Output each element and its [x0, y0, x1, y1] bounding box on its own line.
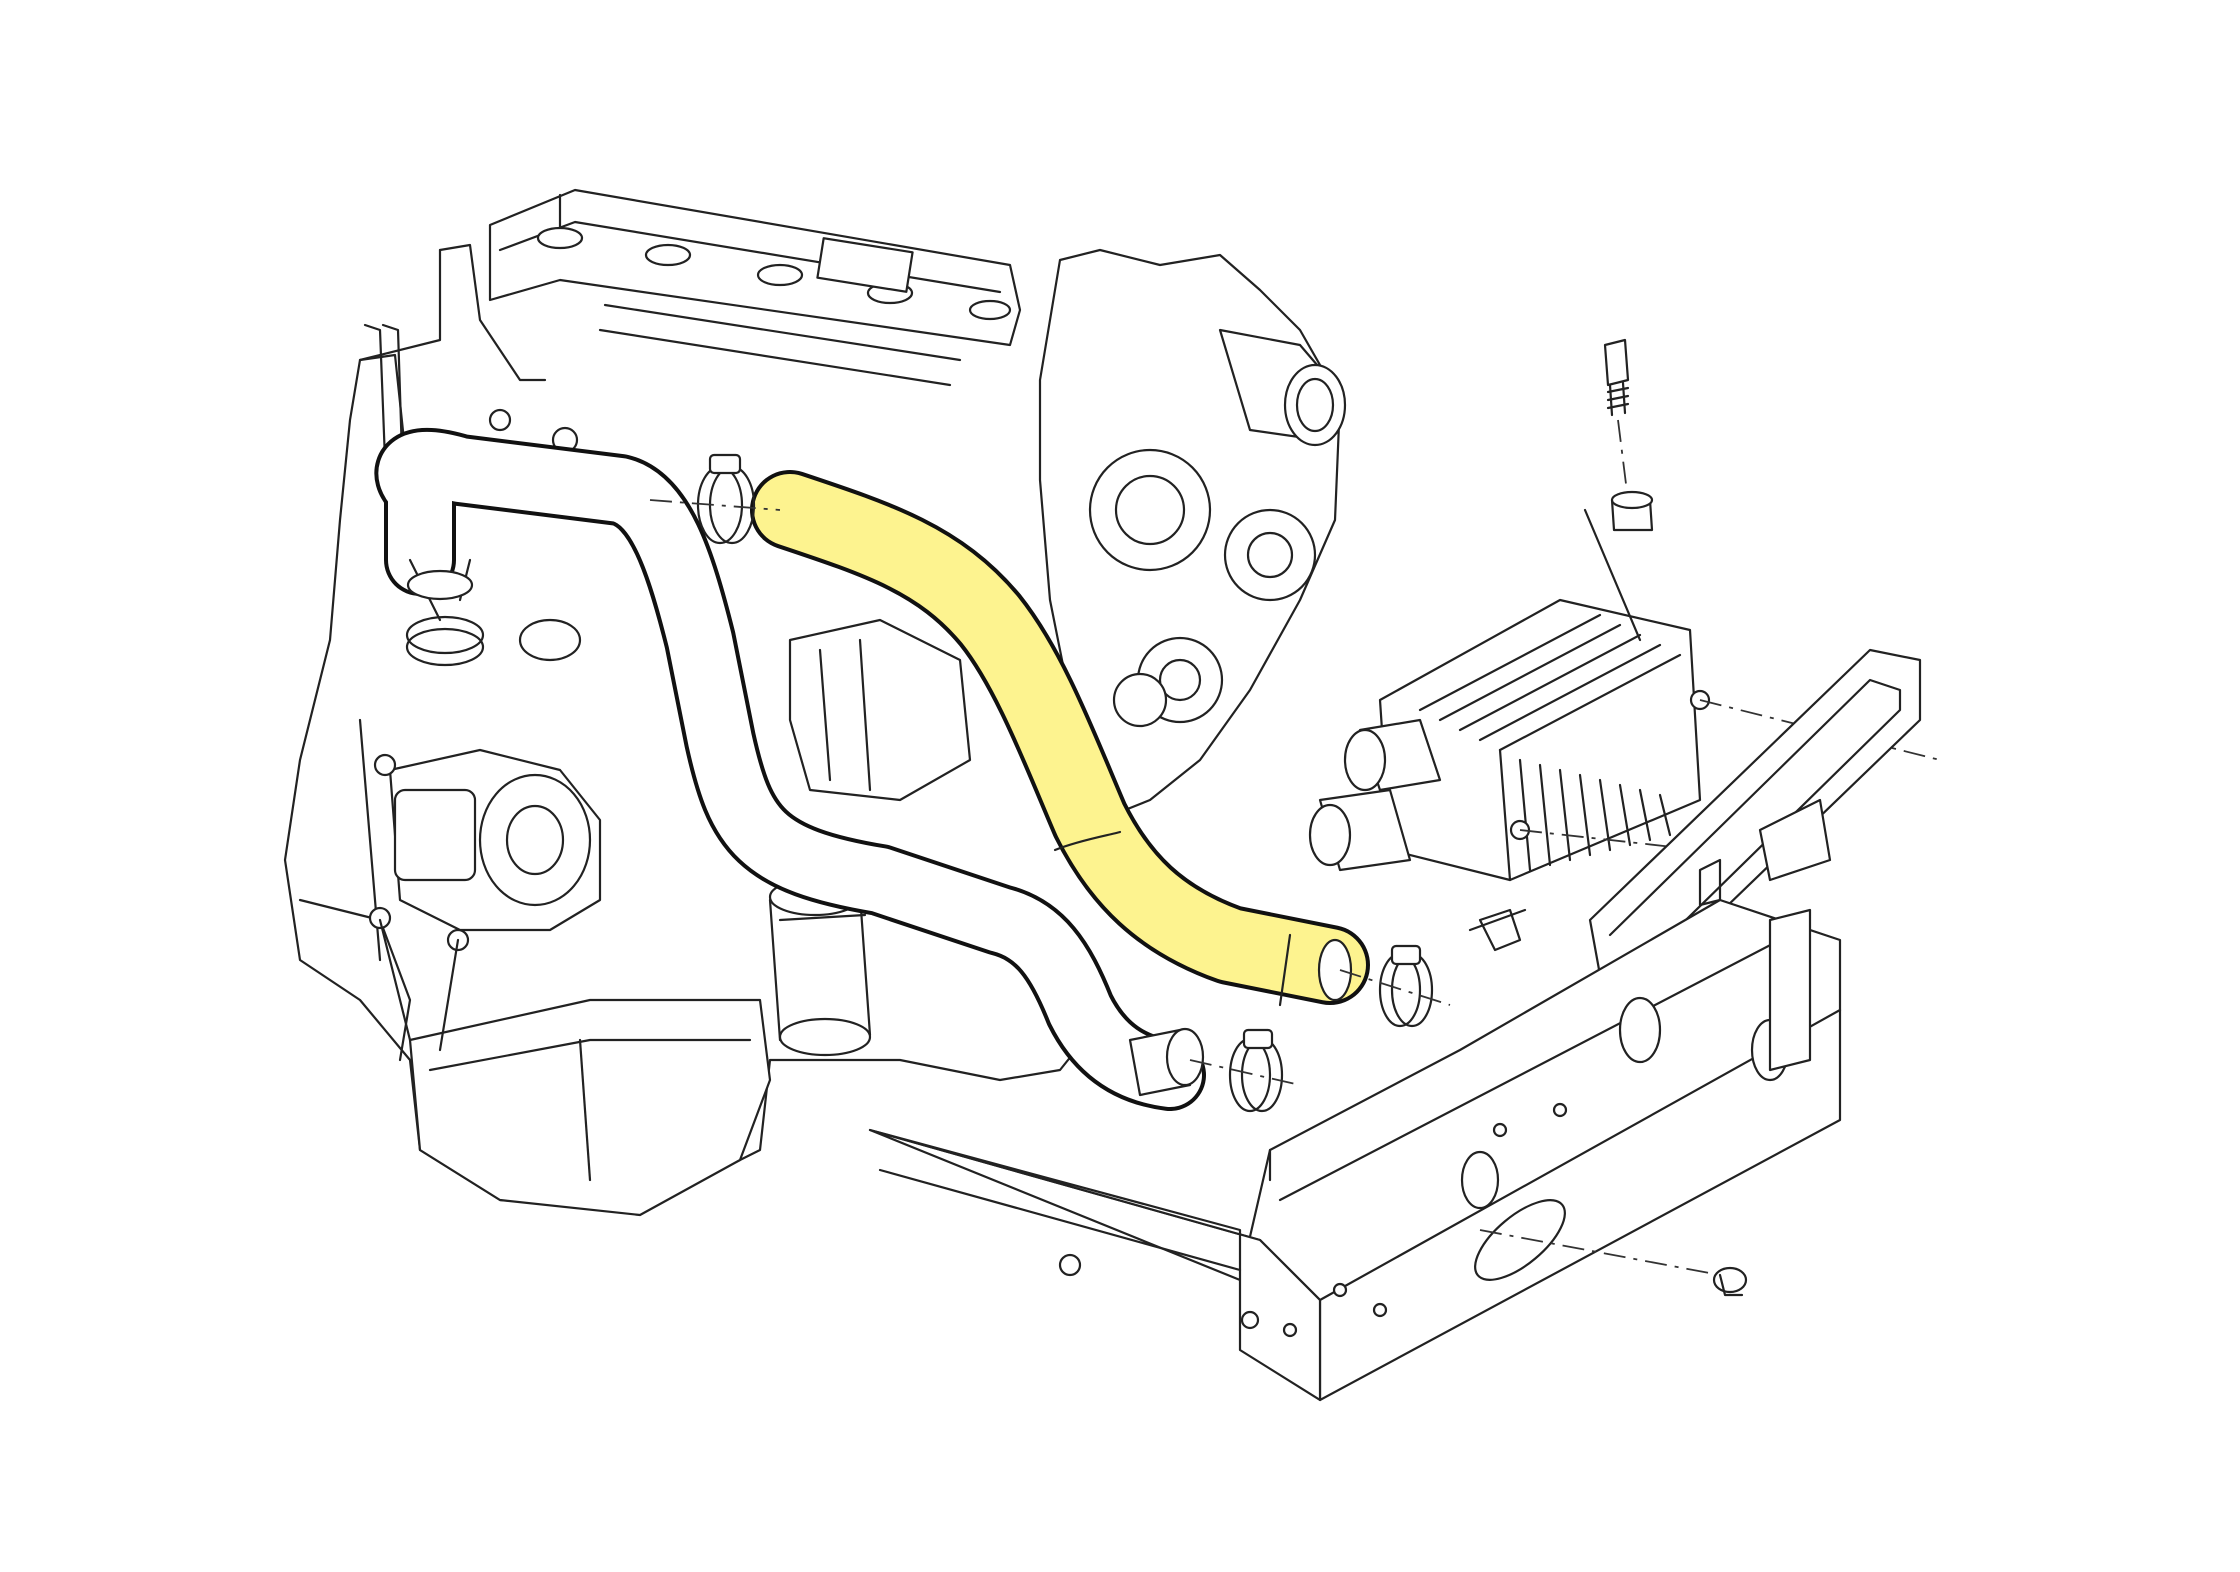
flange-nut	[1479, 1229, 1748, 1297]
lower-hose	[374, 427, 1206, 1111]
clamp-upper-right	[1378, 944, 1434, 1028]
clamp-upper-left	[696, 453, 756, 545]
engine-block	[283, 188, 1347, 1217]
upper-hose	[750, 470, 1370, 1007]
clamp-left	[405, 615, 485, 667]
retaining-clip	[1468, 908, 1527, 952]
rubber-grommet	[1583, 490, 1654, 642]
hose-clamps	[405, 453, 1451, 1113]
upper-hose-fill	[754, 474, 1366, 1001]
front-bracket	[868, 898, 1842, 1402]
heater-core	[1308, 598, 1941, 882]
clamp-lower-right	[1228, 1028, 1284, 1113]
mounting-bolt	[1603, 338, 1630, 501]
